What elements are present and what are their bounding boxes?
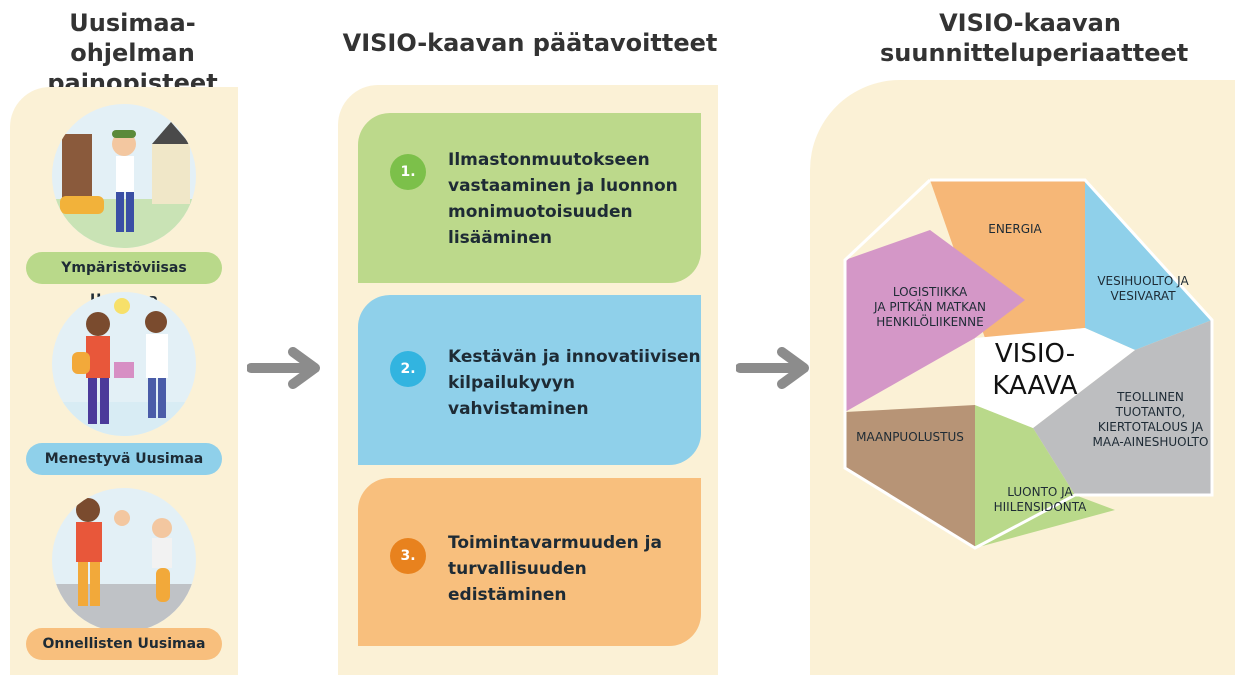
goal-card-3: 3. Toimintavarmuuden ja turvallisuuden e… [358, 478, 701, 646]
priority-pill-happiness: Onnellisten Uusimaa [26, 628, 222, 660]
goal-text-line: monimuotoisuuden [448, 202, 633, 222]
segment-label-industry: TEOLLINEN TUOTANTO, KIERTOTALOUS JA MAA-… [1088, 390, 1213, 450]
segment-label-line: TUOTANTO, [1115, 405, 1186, 419]
segment-label-line: JA PITKÄN MATKAN [874, 300, 986, 314]
segment-water [1085, 180, 1212, 350]
priorities-title-line1: Uusimaa-ohjelman [69, 9, 196, 67]
priorities-title: Uusimaa-ohjelman painopisteet [10, 8, 255, 98]
goal-text: Kestävän ja innovatiivisen kilpailukyvyn… [448, 344, 701, 422]
segment-label-nature: LUONTO JA HIILENSIDONTA [985, 485, 1095, 515]
goal-number-badge: 3. [390, 538, 426, 574]
goal-text-line: lisääminen [448, 228, 552, 248]
segment-label-defence: MAANPUOLUSTUS [845, 430, 975, 445]
segment-nature [975, 405, 1115, 548]
goal-number-badge: 1. [390, 154, 426, 190]
segment-label-line: KIERTOTALOUS JA [1097, 420, 1204, 434]
visio-center-label: VISIO- KAAVA [980, 338, 1090, 402]
goal-text: Ilmastonmuutokseen vastaaminen ja luonno… [448, 147, 678, 251]
principles-title: VISIO-kaavan suunnitteluperiaatteet [880, 8, 1189, 68]
center-line1: VISIO- [994, 339, 1076, 369]
segment-label-logistics: LOGISTIIKKA JA PITKÄN MATKAN HENKILÖLIIK… [855, 285, 1005, 330]
segment-energy [930, 180, 1085, 338]
arrow-right-icon [736, 347, 809, 389]
happiness-illustration [52, 488, 196, 632]
segment-label-line: MAA-AINESHUOLTO [1092, 435, 1209, 449]
goal-text-line: kilpailukyvyn vahvistaminen [448, 373, 589, 419]
segment-logistics [845, 230, 1025, 412]
environment-illustration [52, 104, 196, 248]
priority-pill-environment: Ympäristöviisas Uusimaa [26, 252, 222, 308]
goal-number-badge: 2. [390, 351, 426, 387]
segment-label-line: HENKILÖLIIKENNE [876, 315, 984, 329]
center-line2: KAAVA [992, 371, 1078, 401]
segment-label-line: VESIVARAT [1110, 289, 1176, 303]
principles-title-line2: suunnitteluperiaatteet [880, 39, 1189, 67]
goal-text-line: turvallisuuden edistäminen [448, 559, 587, 605]
priority-pill-success: Menestyvä Uusimaa [26, 443, 222, 475]
goal-text: Toimintavarmuuden ja turvallisuuden edis… [448, 530, 701, 608]
segment-label-line: TEOLLINEN [1117, 390, 1184, 404]
goal-text-line: Toimintavarmuuden ja [448, 533, 662, 553]
segment-label-line: HIILENSIDONTA [993, 500, 1087, 514]
segment-label-line: VESIHUOLTO JA [1097, 274, 1189, 288]
goal-card-1: 1. Ilmastonmuutokseen vastaaminen ja luo… [358, 113, 701, 283]
goal-text-line: vastaaminen ja luonnon [448, 176, 678, 196]
goals-title: VISIO-kaavan päätavoitteet [342, 29, 718, 57]
segment-label-energy: ENERGIA [960, 222, 1070, 237]
arrow-right-icon [247, 347, 320, 389]
segment-label-water: VESIHUOLTO JA VESIVARAT [1088, 274, 1198, 304]
goal-text-line: Ilmastonmuutokseen [448, 150, 650, 170]
segment-label-line: ENERGIA [988, 222, 1042, 236]
segment-industry [1033, 320, 1212, 495]
goal-text-line: Kestävän ja innovatiivisen [448, 347, 701, 367]
principles-title-line1: VISIO-kaavan [939, 9, 1121, 37]
segment-label-line: MAANPUOLUSTUS [856, 430, 964, 444]
segment-label-line: LOGISTIIKKA [892, 285, 968, 299]
segment-defence [845, 405, 975, 548]
segment-label-line: LUONTO JA [1007, 485, 1073, 499]
visio-hexagon [843, 178, 1214, 550]
success-illustration [52, 292, 196, 436]
goal-card-2: 2. Kestävän ja innovatiivisen kilpailuky… [358, 295, 701, 465]
